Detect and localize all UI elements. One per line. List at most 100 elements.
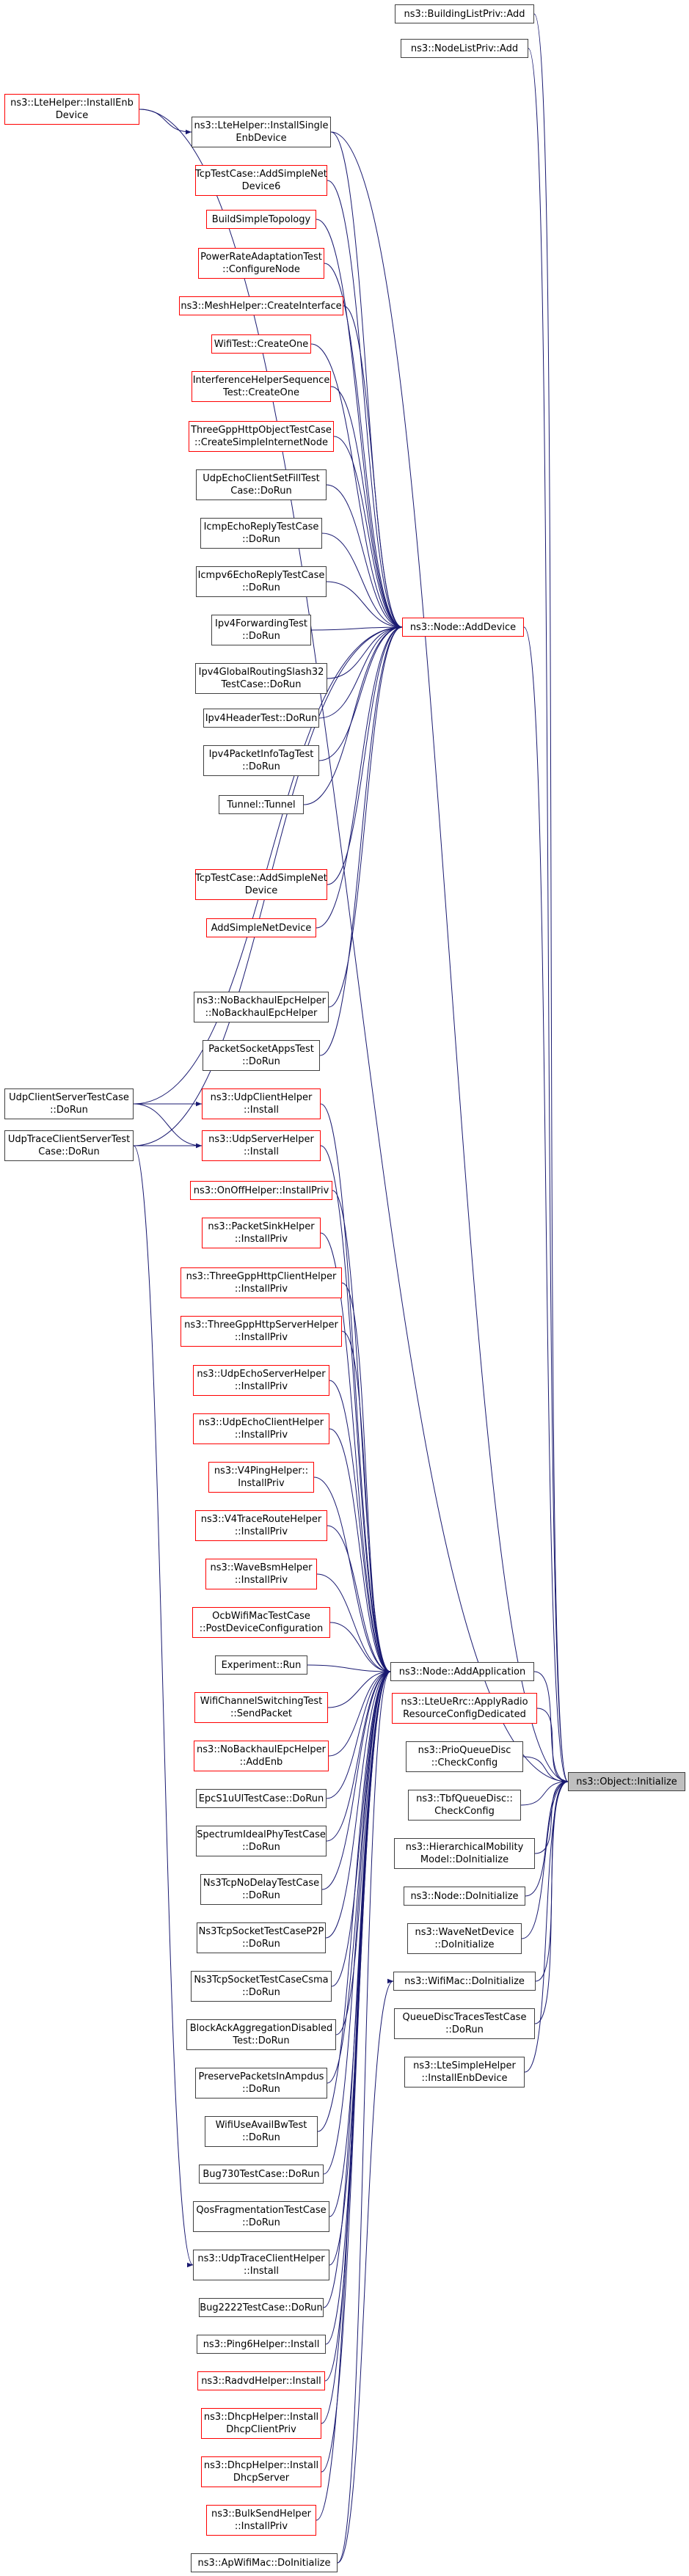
node-onoffhelper-installpriv[interactable]: ns3::OnOffHelper::InstallPriv [190,1181,332,1200]
edge-n_hiermob-to-n_objectinit [534,1779,569,1854]
node-ltesimplehelper-installenbdevice[interactable]: ns3::LteSimpleHelper ::InstallEnbDevice [404,2057,525,2087]
node-ns3tcpnodelaytestcase-dorun[interactable]: Ns3TcpNoDelayTestCase ::DoRun [200,1874,322,1905]
edge-n_buildsimple-to-n_adddevice [316,219,403,630]
edge-n_blockack-to-n_addapplication [335,1669,391,2035]
node-bulksendhelper-installpriv[interactable]: ns3::BulkSendHelper ::InstallPriv [206,2505,316,2536]
edge-n_bug2222-to-n_addapplication [323,1669,391,2308]
node-v4traceroutehelper-installpriv[interactable]: ns3::V4TraceRouteHelper ::InstallPriv [195,1510,327,1541]
node-node-doinitialize[interactable]: ns3::Node::DoInitialize [404,1887,525,1906]
edge-n_udptraceclientserver-to-n_udptraceclienthelper [133,1145,194,2267]
node-ipv4headertest-dorun[interactable]: Ipv4HeaderTest::DoRun [203,709,319,728]
node-ns3tcpsockettestcasep2p-dorun[interactable]: Ns3TcpSocketTestCaseP2P ::DoRun [197,1922,326,1953]
node-ipv4forwardingtest-dorun[interactable]: Ipv4ForwardingTest ::DoRun [211,615,311,645]
node-udpclienthelper-install[interactable]: ns3::UdpClientHelper ::Install [202,1088,321,1119]
node-meshhelper-createinterface[interactable]: ns3::MeshHelper::CreateInterface [179,296,343,315]
node-tcptestcase-addsimplenetdevice6[interactable]: TcpTestCase::AddSimpleNet Device6 [195,165,327,196]
node-udpechoclientsetfilltestcase-dorun[interactable]: UdpEchoClientSetFillTest Case::DoRun [196,469,327,500]
edge-n_packetsocket-to-n_adddevice [319,624,403,1056]
node-buildinglistpriv-add[interactable]: ns3::BuildingListPriv::Add [395,4,534,23]
node-ltehelper-installsingleenbdevice[interactable]: ns3::LteHelper::InstallSingle EnbDevice [192,117,331,147]
node-epcs1uultestcase-dorun[interactable]: EpcS1uUlTestCase::DoRun [196,1789,327,1808]
node-threegpphttpserverhelper-installpriv[interactable]: ns3::ThreeGppHttpServerHelper ::InstallP… [181,1316,342,1347]
node-powerrateadaptationtest-configurenode[interactable]: PowerRateAdaptationTest ::ConfigureNode [198,248,324,279]
node-queuedisctracestestcase-dorun[interactable]: QueueDiscTracesTestCase ::DoRun [394,2008,535,2039]
node-prioqueuedisc-checkconfig[interactable]: ns3::PrioQueueDisc ::CheckConfig [406,1741,523,1772]
node-icmpv6echoreplytestcase-dorun[interactable]: Icmpv6EchoReplyTestCase ::DoRun [196,566,327,597]
node-ping6helper-install[interactable]: ns3::Ping6Helper::Install [197,2335,326,2354]
node-dhcphelper-installdhcpclientpriv[interactable]: ns3::DhcpHelper::Install DhcpClientPriv [201,2408,321,2439]
edge-n_meshhelper-to-n_adddevice [343,305,403,630]
edge-n_nodeinit-to-n_objectinit [525,1779,569,1897]
node-bug2222testcase-dorun[interactable]: Bug2222TestCase::DoRun [199,2298,324,2317]
node-udptraceclientservertestcase-dorun[interactable]: UdpTraceClientServerTest Case::DoRun [4,1130,134,1161]
edge-n_qosfrag-to-n_addapplication [329,1669,391,2217]
node-threegpphttpobjecttestcase[interactable]: ThreeGppHttpObjectTestCase ::CreateSimpl… [189,421,334,452]
node-nodelistpriv-add[interactable]: ns3::NodeListPriv::Add [401,39,528,58]
node-threegpphttpclienthelper-installpriv[interactable]: ns3::ThreeGppHttpClientHelper ::InstallP… [181,1267,342,1298]
node-addsimplenetdevice[interactable]: AddSimpleNetDevice [206,918,316,937]
node-packetsocketappstest-dorun[interactable]: PacketSocketAppsTest ::DoRun [203,1040,320,1071]
node-ns3tcpsockettestcasecsma-dorun[interactable]: Ns3TcpSocketTestCaseCsma ::DoRun [191,1971,332,2002]
node-wifiuseavailbwtest-dorun[interactable]: WifiUseAvailBwTest ::DoRun [205,2116,318,2147]
node-tunnel-tunnel[interactable]: Tunnel::Tunnel [219,795,304,814]
node-qosfragmentationtestcase-dorun[interactable]: QosFragmentationTestCase ::DoRun [193,2201,329,2232]
node-node-adddevice[interactable]: ns3::Node::AddDevice [402,618,524,637]
node-lteuerrc-applyradioresourceconfigdedicated[interactable]: ns3::LteUeRrc::ApplyRadio ResourceConfig… [392,1693,537,1724]
edge-n_dhcpserver-to-n_addapplication [321,1669,391,2473]
edge-n_udpechoserver-to-n_addapplication [329,1380,391,1675]
edge-n_apwifimac-to-n_wifimacinit [337,1978,394,2564]
node-wifitest-createone[interactable]: WifiTest::CreateOne [211,334,311,354]
node-object-initialize[interactable]: ns3::Object::Initialize [568,1772,685,1791]
node-dhcphelper-installdhcpserver[interactable]: ns3::DhcpHelper::Install DhcpServer [201,2456,321,2487]
edge-n_addsimple-to-n_adddevice [316,624,403,929]
edge-n_3gppserver-to-n_addapplication [341,1331,391,1675]
node-nobackhaulepchelper-constructor[interactable]: ns3::NoBackhaulEpcHelper ::NoBackhaulEpc… [194,992,329,1022]
edge-n_apwifimac-to-n_addapplication [337,1669,391,2564]
node-buildsimpletopology[interactable]: BuildSimpleTopology [206,210,316,229]
node-tcptestcase-addsimplenetdevice[interactable]: TcpTestCase::AddSimpleNet Device [195,869,327,900]
node-interferencehelpersequencetest-createone[interactable]: InterferenceHelperSequence Test::CreateO… [192,371,331,402]
node-ipv4globalroutingslash32testcase-dorun[interactable]: Ipv4GlobalRoutingSlash32 TestCase::DoRun [195,663,327,694]
edge-n_ns3tcpsocketp2p-to-n_addapplication [325,1669,391,1939]
edge-n_adddevice-to-n_objectinit [523,626,569,1784]
edge-n_ipv4packetinfo-to-n_adddevice [318,624,403,761]
node-packetsinkhelper-installpriv[interactable]: ns3::PacketSinkHelper ::InstallPriv [202,1218,321,1248]
node-experiment-run[interactable]: Experiment::Run [215,1655,307,1675]
node-bug730testcase-dorun[interactable]: Bug730TestCase::DoRun [199,2165,324,2184]
node-preservepacketsinampdus-dorun[interactable]: PreservePacketsInAmpdus ::DoRun [195,2068,327,2099]
node-udpserverhelper-install[interactable]: ns3::UdpServerHelper ::Install [202,1130,321,1161]
node-blockackaggregationdisabledtest-dorun[interactable]: BlockAckAggregationDisabled Test::DoRun [186,2019,336,2050]
node-wavenetdevice-doinitialize[interactable]: ns3::WaveNetDevice ::DoInitialize [407,1923,522,1954]
node-v4pinghelper-installpriv[interactable]: ns3::V4PingHelper:: InstallPriv [208,1462,314,1493]
node-wavebsmhelper-installpriv[interactable]: ns3::WaveBsmHelper ::InstallPriv [205,1559,317,1589]
edge-n_v4ping-to-n_addapplication [313,1477,391,1675]
node-icmpechoreplytestcase-dorun[interactable]: IcmpEchoReplyTestCase ::DoRun [200,518,322,549]
edge-n_wavebsm-to-n_addapplication [316,1573,391,1675]
node-udpechoserverhelper-installpriv[interactable]: ns3::UdpEchoServerHelper ::InstallPriv [193,1365,329,1396]
node-tbfqueuedisc-checkconfig[interactable]: ns3::TbfQueueDisc:: CheckConfig [408,1790,521,1821]
node-hierarchicalmobilitymodel-doinitialize[interactable]: ns3::HierarchicalMobility Model::DoIniti… [394,1838,535,1869]
edge-n_nodelist-to-n_objectinit [528,48,569,1784]
edge-n_ipv4header-to-n_adddevice [318,624,403,719]
node-radvdhelper-install[interactable]: ns3::RadvdHelper::Install [197,2371,325,2390]
edge-n_onoff-to-n_addapplication [332,1190,391,1675]
node-spectrumidealphytestcase-dorun[interactable]: SpectrumIdealPhyTestCase ::DoRun [196,1826,327,1856]
node-udpclientservertestcase-dorun[interactable]: UdpClientServerTestCase ::DoRun [4,1088,134,1119]
edge-n_tcp_simple6-to-n_adddevice [327,180,403,630]
node-ipv4packetinfotagtest-dorun[interactable]: Ipv4PacketInfoTagTest ::DoRun [203,745,319,776]
node-wifichannelswitchingtest-sendpacket[interactable]: WifiChannelSwitchingTest ::SendPacket [194,1692,328,1723]
node-ltehelper-installenbdevice[interactable]: ns3::LteHelper::InstallEnb Device [4,94,139,125]
node-wifimac-doinitialize[interactable]: ns3::WifiMac::DoInitialize [393,1972,536,1991]
edge-n_udpechofill-to-n_adddevice [326,484,403,630]
node-apwifimac-doinitialize[interactable]: ns3::ApWifiMac::DoInitialize [191,2553,338,2572]
node-node-addapplication[interactable]: ns3::Node::AddApplication [390,1662,534,1681]
node-nobackhaulepchelper-addenb[interactable]: ns3::NoBackhaulEpcHelper ::AddEnb [194,1741,329,1771]
edge-n_wifitest-to-n_adddevice [310,343,403,630]
edge-n_ltehelper_enb-to-n_ltehelper_single [139,109,192,135]
node-udpechoclienthelper-installpriv[interactable]: ns3::UdpEchoClientHelper ::InstallPriv [193,1413,329,1444]
edge-n_ltesimple-to-n_objectinit [524,1779,569,2073]
edge-n_wifiuseavail-to-n_addapplication [317,1669,391,2132]
node-udptraceclienthelper-install[interactable]: ns3::UdpTraceClientHelper ::Install [193,2250,329,2280]
edge-n_icmpecho-to-n_adddevice [321,533,403,630]
node-ocbwifimactestcase-postdeviceconfiguration[interactable]: OcbWifiMacTestCase ::PostDeviceConfigura… [192,1607,330,1638]
